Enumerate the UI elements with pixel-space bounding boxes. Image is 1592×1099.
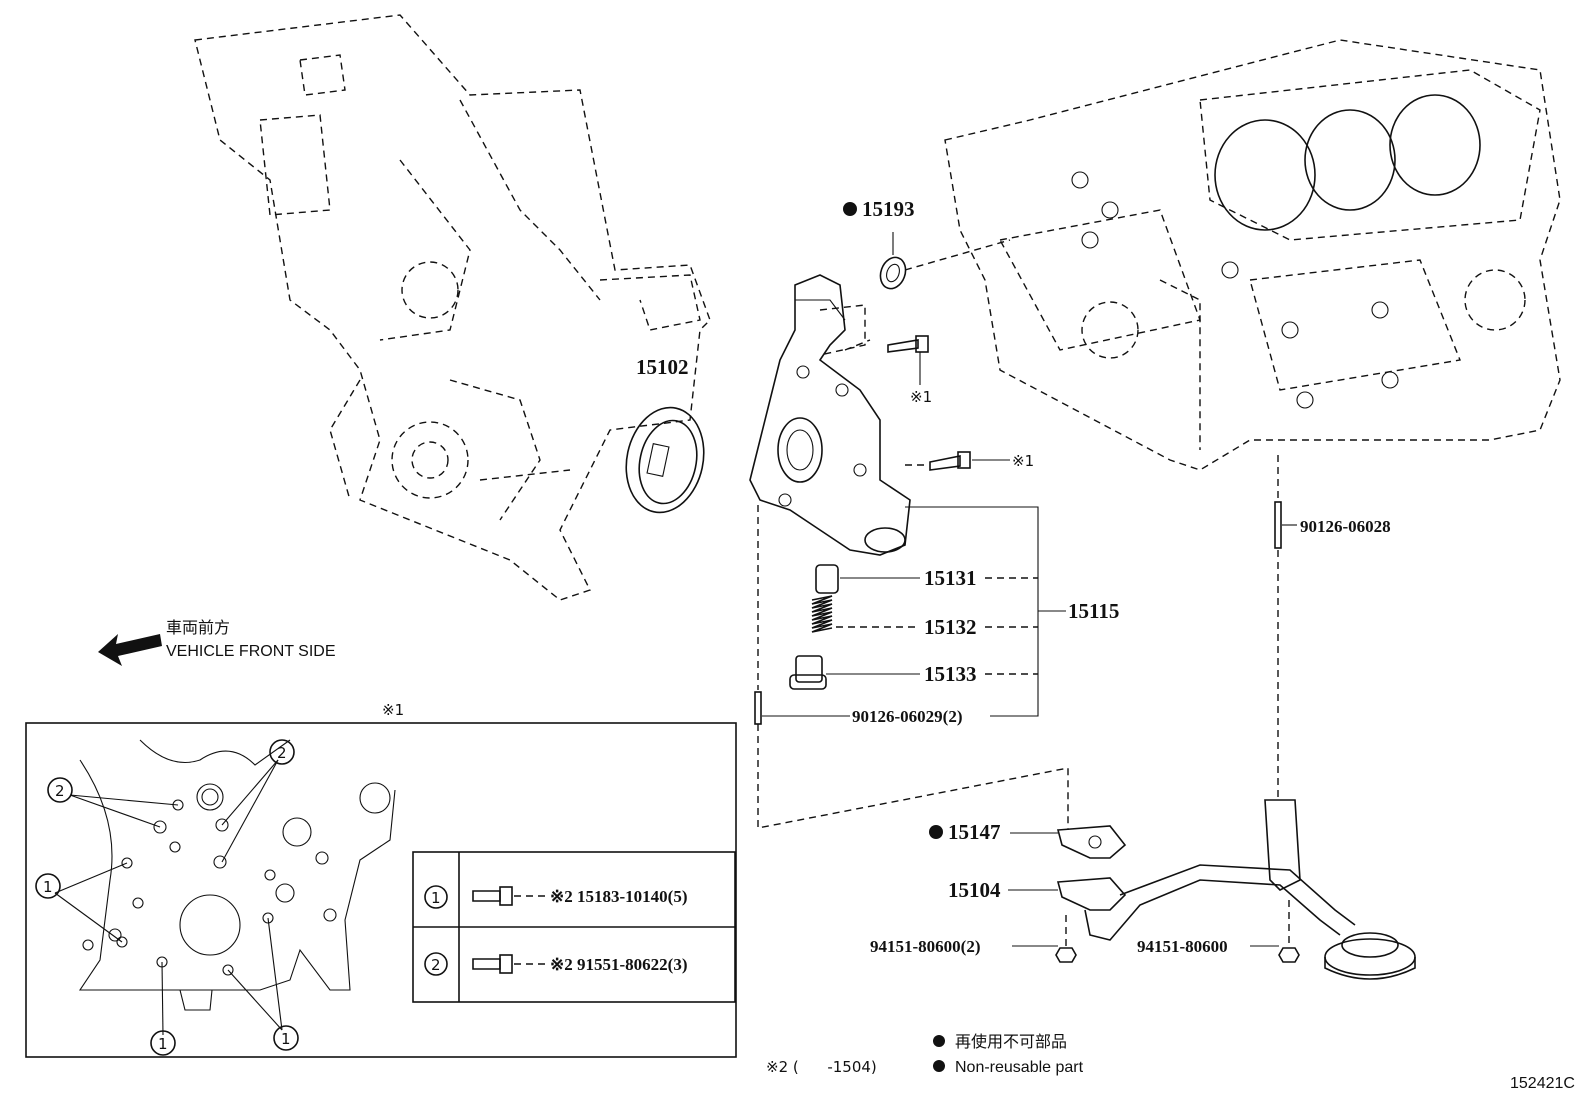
key-table [412,851,736,1003]
bolt-icon-row2 [472,954,548,974]
part-15193-label: 15193 [862,197,915,221]
timing-chain-cover-illustration [194,14,711,601]
non-reusable-dot-15193 [843,202,857,216]
callout-1-a-text: 1 [43,878,53,896]
detail-box [25,722,737,1058]
legend-date-note: ※2 ( -1504) [766,1058,877,1076]
key-row1-part: ※2 15183-10140(5) [550,887,687,906]
part-90126-06029-label: 90126-06029(2) [852,707,962,726]
direction-label-jp: 車両前方 [166,619,230,637]
part-94151-80600-2-label: 94151-80600(2) [870,937,980,956]
vehicle-front-arrow-icon [98,634,162,666]
legend-dot-jp [933,1035,945,1047]
oil-pump-rotor [625,406,705,514]
nut-94151-80600-right [1250,900,1300,963]
part-94151-80600-label: 94151-80600 [1137,937,1228,956]
cylinder-block-illustration [944,39,1561,471]
callout-1-b-text: 1 [158,1035,168,1053]
callout-1-b [150,1030,176,1056]
legend-en: Non-reusable part [955,1059,1084,1076]
key-row1-circle [424,885,448,909]
detail-callouts [54,759,283,1036]
non-reusable-dot-15147 [929,825,943,839]
oil-pump-body [749,274,911,556]
bolt-upper-ref-mark: ※1 [910,388,932,406]
oil-seal-15193 [879,232,1011,290]
key-row1-number: 1 [431,889,441,907]
relief-valve-plug-15133 [789,655,1038,690]
part-15132-label: 15132 [924,615,977,639]
diagram-code: 152421C [1510,1075,1575,1092]
bolt-lower [905,451,1010,471]
relief-valve-plunger-15131 [815,564,1038,594]
detail-box-title: ※1 [382,701,404,719]
callout-1-c-text: 1 [281,1030,291,1048]
part-15115-label: 15115 [1068,599,1119,623]
bolt-icon-row1 [472,886,548,906]
key-row2-circle [424,952,448,976]
callout-1-c [273,1025,299,1051]
nut-94151-80600-left [1012,915,1077,963]
callout-1-a [35,873,61,899]
bolt-upper [887,335,929,385]
legend-jp: 再使用不可部品 [955,1033,1067,1051]
part-15102-label: 15102 [636,355,689,379]
bolt-lower-ref-mark: ※1 [1012,452,1034,470]
gasket-15147 [1010,825,1127,859]
callout-2-b [269,739,295,765]
detail-cover-illustration [78,739,396,1011]
callout-2-a [47,777,73,803]
key-row2-part: ※2 91551-80622(3) [550,955,687,974]
stud-90126-06029 [754,505,1069,830]
part-15104-label: 15104 [948,878,1001,902]
key-row2-number: 2 [431,956,441,974]
direction-label-en: VEHICLE FRONT SIDE [166,643,336,660]
part-15147-label: 15147 [948,820,1001,844]
part-15131-label: 15131 [924,566,977,590]
legend-dot-en [933,1060,945,1072]
callout-2-b-text: 2 [277,744,287,762]
stud-90126-06028 [1274,455,1297,800]
relief-valve-spring-15132 [811,595,1038,633]
callout-2-a-text: 2 [55,782,65,800]
part-15133-label: 15133 [924,662,977,686]
part-90126-06028-label: 90126-06028 [1300,517,1391,536]
oil-strainer-15104 [1008,799,1416,980]
